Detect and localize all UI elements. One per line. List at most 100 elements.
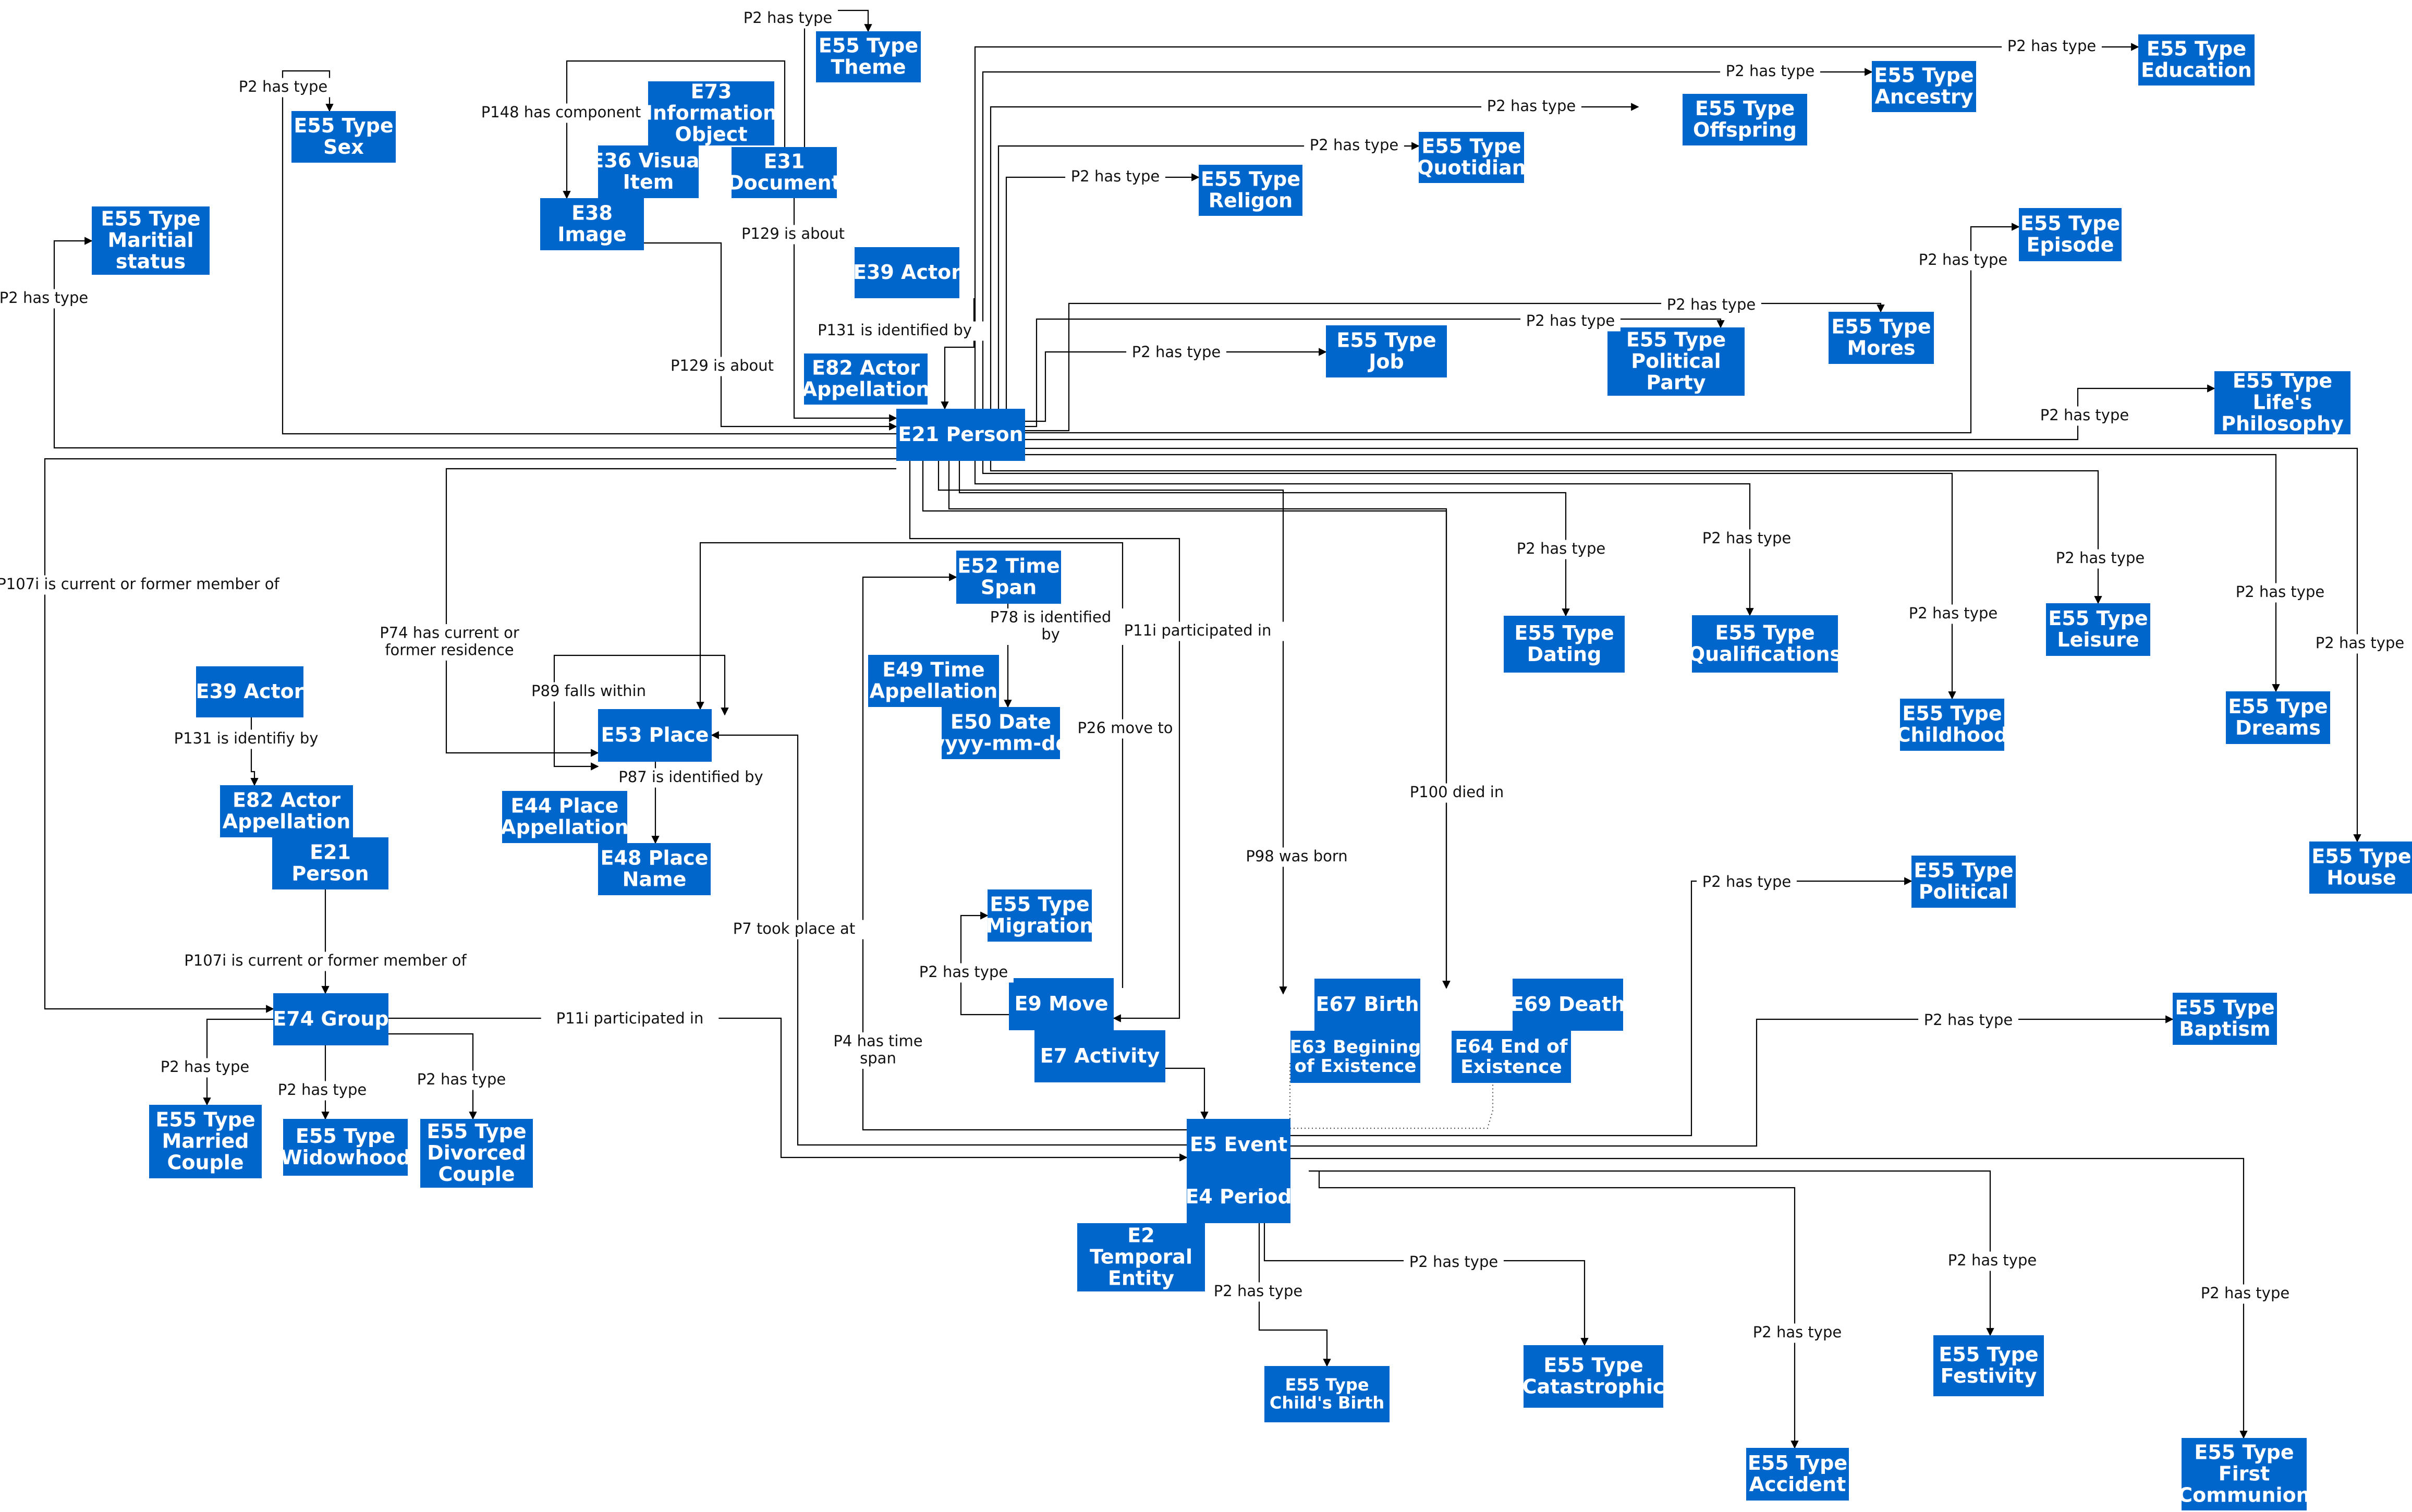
node-box <box>868 655 999 707</box>
node-box <box>1314 979 1420 1031</box>
edge-label-bg <box>1697 873 1797 893</box>
edge-label-bg <box>481 103 641 123</box>
node-label: Ancestry <box>1874 86 1973 108</box>
edge-connector <box>982 461 1956 700</box>
node-label: E55 Type <box>1336 329 1436 352</box>
edge-label-bg <box>1481 97 1581 117</box>
node-label: E55 Type <box>1874 64 1974 87</box>
node-label: Couple <box>167 1151 243 1174</box>
node-label: Life's <box>2253 391 2312 414</box>
node-label: Appellation <box>223 810 351 833</box>
edge-connector <box>1025 302 1885 432</box>
node-box <box>196 666 303 717</box>
node-label: E31 <box>764 150 805 173</box>
edge-label-bg <box>2195 1284 2295 1304</box>
node-box <box>1933 1335 2044 1396</box>
node-label: Married <box>162 1130 249 1153</box>
node-box <box>273 993 388 1045</box>
node-label: Education <box>2141 59 2252 82</box>
edge-connector <box>1318 1171 1799 1449</box>
edge-label-p2-has-type: P2 has type <box>1404 1253 1504 1273</box>
node-label: E55 Type <box>1626 328 1726 351</box>
node-box <box>1524 1345 1663 1408</box>
edge-line <box>937 461 1287 995</box>
dotted-line <box>1279 1083 1494 1129</box>
edge-line <box>982 68 1873 409</box>
node-label: E55 Type <box>1543 1354 1643 1377</box>
edge-line <box>250 717 259 786</box>
edge-label-text: P2 has type <box>417 1070 506 1088</box>
edge-label-text: P2 has type <box>1667 296 1756 313</box>
edge-line <box>982 461 1956 700</box>
node-box <box>502 791 627 843</box>
node-label: House <box>2326 867 2396 889</box>
edge-label-text: P2 has type <box>1726 62 1814 80</box>
edge-label-p129-is-about: P129 is about <box>734 225 852 245</box>
edge-label-bg <box>541 1009 719 1029</box>
edge-connector <box>1290 1157 2248 1439</box>
edge-label-text: P2 has type <box>0 289 88 307</box>
edge-label-bg <box>233 78 333 97</box>
node-label: Object <box>675 123 748 146</box>
node-box <box>420 1119 533 1188</box>
edge-connector <box>862 573 1187 1131</box>
node-label: Job <box>1367 350 1404 373</box>
node-label: Quotidian <box>1417 156 1526 179</box>
edge-label-bg <box>734 225 852 245</box>
edge-label-bg <box>1697 529 1797 549</box>
node-label: E69 Death <box>1510 993 1625 1016</box>
edge-label-p2-has-type: P2 has type <box>1661 296 1761 315</box>
edge-label-bg <box>1304 136 1404 156</box>
edge-label-text: P100 died in <box>1410 783 1504 801</box>
edge-label-text: P2 has type <box>1132 343 1221 361</box>
edge-label-bg <box>0 289 94 309</box>
node-label: Political <box>1631 350 1721 373</box>
dotted-connector <box>1279 1083 1494 1129</box>
edge-label-bg <box>1942 1251 2042 1271</box>
dotted-connector <box>1289 1056 1303 1119</box>
node-label: E50 Date <box>951 711 1051 734</box>
edge-label-p2-has-type: P2 has type <box>2195 1284 2295 1304</box>
edge-label-text: P89 falls within <box>531 682 646 700</box>
node-e39-actor-left: E39 Actor <box>196 666 304 717</box>
edge-label-p2-has-type: P2 has type <box>1918 1011 2018 1031</box>
node-label: Dreams <box>2235 716 2321 739</box>
node-box <box>1692 615 1838 673</box>
edge-line <box>1290 1157 2248 1439</box>
node-label: Qualifications <box>1688 643 1842 666</box>
edge-label-text: P26 move to <box>1078 719 1173 737</box>
node-label: E55 Type <box>819 34 918 57</box>
edge-label-p131-is-identifiy-by: P131 is identifiy by <box>157 729 335 749</box>
edge-line <box>644 242 897 431</box>
node-box <box>598 145 699 198</box>
edge-label-text: P2 has type <box>2007 37 2096 55</box>
edge-connector <box>53 237 896 449</box>
node-label: E4 Period <box>1185 1185 1292 1208</box>
edge-label-p2-has-type: P2 has type <box>1913 251 2013 271</box>
edge-label-text: P2 has type <box>278 1081 367 1099</box>
edge-label-bg <box>1747 1323 1847 1343</box>
edge-label-bg <box>828 1032 928 1069</box>
node-label: Person <box>291 862 369 885</box>
edge-label-text: P2 has type <box>1517 540 1605 557</box>
edge-label-p11i-participated-in: P11i participated in <box>541 1009 719 1029</box>
node-label: E55 Type <box>2048 607 2148 630</box>
edge-label-text: P129 is about <box>741 225 845 242</box>
edge-label-text: P2 has type <box>1702 873 1791 891</box>
edge-line <box>948 461 1451 989</box>
edge-line <box>1025 223 2020 434</box>
edge-label-p131-is-identified-by: P131 is identified by <box>801 321 988 341</box>
node-box <box>291 111 396 163</box>
edge-label-p129-is-about: P129 is about <box>663 357 781 376</box>
node-box <box>598 709 712 762</box>
node-box <box>1187 1119 1290 1171</box>
